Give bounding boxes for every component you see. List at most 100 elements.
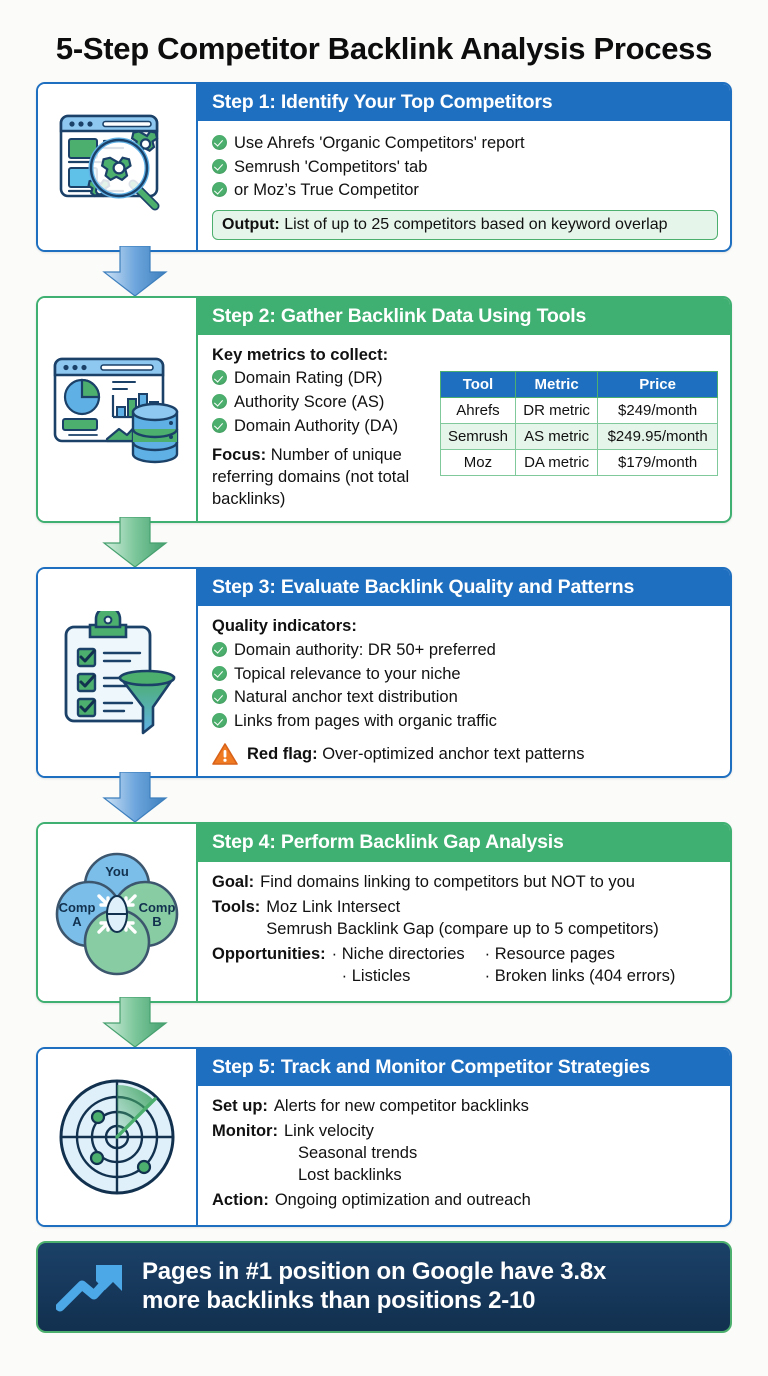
arrow-step1-to-step2 bbox=[36, 245, 732, 297]
venn-label-you: You bbox=[105, 864, 129, 879]
opportunities-column-2: · Resource pages · Broken links (404 err… bbox=[485, 944, 696, 988]
list-item: Domain authority: DR 50+ preferred bbox=[212, 638, 718, 662]
tools-line-1: Moz Link Intersect bbox=[266, 897, 401, 916]
tools-pricing-table: Tool Metric Price Ahrefs DR metric $249/… bbox=[440, 370, 718, 476]
monitor-item: Lost backlinks bbox=[297, 1165, 402, 1184]
list-item: Topical relevance to your niche bbox=[212, 662, 718, 686]
venn-diagram-icon: You Comp A Comp B bbox=[55, 853, 179, 976]
statistic-banner: Pages in #1 position on Google have 3.8x… bbox=[36, 1240, 732, 1334]
step-2-body: Step 2: Gather Backlink Data Using Tools… bbox=[198, 297, 730, 521]
step-1-card: Step 1: Identify Your Top Competitors Us… bbox=[36, 81, 732, 252]
opportunities-label: Opportunities: bbox=[212, 944, 326, 963]
opportunity-item: · Broken links (404 errors) bbox=[484, 966, 676, 985]
monitor-row: Monitor: Link velocity Seasonal trends L… bbox=[212, 1121, 718, 1187]
step-5-content: Set up: Alerts for new competitor backli… bbox=[198, 1086, 730, 1225]
column-header: Price bbox=[597, 370, 718, 398]
step-5-body: Step 5: Track and Monitor Competitor Str… bbox=[198, 1048, 730, 1225]
opportunities-row: Opportunities: · Niche directories · Lis… bbox=[212, 944, 718, 988]
check-icon bbox=[212, 158, 227, 174]
venn-label-comp-b2: B bbox=[152, 914, 161, 929]
cell-metric: DA metric bbox=[514, 448, 599, 476]
check-icon bbox=[212, 394, 227, 410]
dashboard-charts-database-icon bbox=[53, 357, 179, 464]
list-item: Use Ahrefs 'Organic Competitors' report bbox=[212, 131, 718, 155]
step-4-body: Step 4: Perform Backlink Gap Analysis Go… bbox=[198, 824, 730, 1000]
check-icon bbox=[212, 689, 227, 705]
website-magnifier-gears-icon bbox=[59, 114, 160, 211]
step-2-left-column: Key metrics to collect: Domain Rating (D… bbox=[212, 345, 430, 511]
database-cylinder bbox=[131, 403, 179, 464]
step-2-icon-pane bbox=[38, 297, 198, 521]
action-row: Action: Ongoing optimization and outreac… bbox=[212, 1190, 718, 1212]
column-header: Tool bbox=[440, 370, 516, 398]
cell-metric: AS metric bbox=[514, 422, 599, 450]
check-icon bbox=[212, 641, 227, 657]
arrow-step3-to-step4 bbox=[36, 772, 732, 824]
step-4-card: You Comp A Comp B Step 4: Perform Backli… bbox=[36, 822, 732, 1003]
check-icon bbox=[212, 665, 227, 681]
goal-row: Goal: Find domains linking to competitor… bbox=[212, 872, 718, 894]
cell-price: $179/month bbox=[597, 448, 718, 476]
monitor-item: Seasonal trends bbox=[297, 1143, 418, 1162]
banner-line-1: Pages in #1 position on Google have 3.8x bbox=[142, 1257, 607, 1285]
step-1-icon-pane bbox=[38, 83, 198, 250]
clipboard-checklist-funnel-icon bbox=[64, 610, 176, 735]
column-header: Metric bbox=[514, 370, 599, 398]
action-label: Action: bbox=[212, 1190, 269, 1209]
table-row: Moz DA metric $179/month bbox=[440, 448, 718, 476]
arrow-step2-to-step3 bbox=[36, 517, 732, 568]
step-3-body: Step 3: Evaluate Backlink Quality and Pa… bbox=[198, 569, 730, 776]
setup-label: Set up: bbox=[212, 1096, 268, 1115]
list-item: Natural anchor text distribution bbox=[212, 686, 718, 710]
tools-row: Tools: Moz Link Intersect Semrush Backli… bbox=[212, 897, 718, 941]
goal-label: Goal: bbox=[212, 872, 255, 891]
cell-tool: Moz bbox=[440, 448, 516, 476]
red-flag-label: Red flag: bbox=[247, 744, 318, 763]
action-text: Ongoing optimization and outreach bbox=[274, 1190, 531, 1209]
step-1-header: Step 1: Identify Your Top Competitors bbox=[198, 83, 730, 122]
list-item: Semrush 'Competitors' tab bbox=[212, 155, 718, 179]
setup-text: Alerts for new competitor backlinks bbox=[273, 1096, 529, 1115]
venn-label-comp-a: Comp bbox=[59, 900, 96, 915]
opportunities-column-1: · Niche directories · Listicles bbox=[332, 944, 485, 988]
monitor-item: Link velocity bbox=[283, 1121, 374, 1140]
cell-metric: DR metric bbox=[514, 396, 599, 424]
arrow-step4-to-step5 bbox=[36, 996, 732, 1048]
key-metrics-label: Key metrics to collect: bbox=[212, 345, 389, 364]
tools-label: Tools: bbox=[212, 897, 261, 916]
table-row: Semrush AS metric $249.95/month bbox=[440, 422, 718, 450]
step-1-output-box: Output: List of up to 25 competitors bas… bbox=[212, 209, 718, 240]
step-3-content: Quality indicators: Domain authority: DR… bbox=[198, 606, 730, 776]
trending-up-arrow-icon bbox=[56, 1264, 122, 1312]
step-2-right-column: Tool Metric Price Ahrefs DR metric $249/… bbox=[440, 345, 718, 511]
step-1-bullet-list: Use Ahrefs 'Organic Competitors' report … bbox=[212, 131, 718, 202]
step-2-header: Step 2: Gather Backlink Data Using Tools bbox=[198, 297, 730, 335]
list-item: Domain Authority (DA) bbox=[212, 414, 430, 438]
page-title: 5-Step Competitor Backlink Analysis Proc… bbox=[55, 31, 713, 66]
cell-tool: Semrush bbox=[440, 422, 516, 450]
step-3-red-flag-row: Red flag: Over-optimized anchor text pat… bbox=[212, 742, 718, 766]
list-item: or Moz’s True Competitor bbox=[212, 179, 718, 203]
step-3-bullet-list: Domain authority: DR 50+ preferred Topic… bbox=[212, 638, 718, 733]
check-icon bbox=[212, 417, 227, 433]
list-item: Domain Rating (DR) bbox=[212, 367, 430, 391]
radar-scope-icon bbox=[59, 1079, 175, 1195]
quality-indicators-label: Quality indicators: bbox=[212, 617, 357, 636]
focus-label: Focus: bbox=[212, 446, 267, 465]
step-4-header: Step 4: Perform Backlink Gap Analysis bbox=[198, 824, 730, 862]
step-5-header: Step 5: Track and Monitor Competitor Str… bbox=[198, 1048, 730, 1086]
banner-line-2: more backlinks than positions 2-10 bbox=[142, 1286, 536, 1314]
check-icon bbox=[212, 134, 227, 150]
step-4-icon-pane: You Comp A Comp B bbox=[38, 824, 198, 1001]
red-flag-text: Over-optimized anchor text patterns bbox=[322, 744, 585, 763]
step-4-content: Goal: Find domains linking to competitor… bbox=[198, 862, 730, 1001]
step-2-bullet-list: Domain Rating (DR) Authority Score (AS) … bbox=[212, 367, 430, 438]
step-2-content: Key metrics to collect: Domain Rating (D… bbox=[198, 335, 730, 521]
venn-label-comp-b: Comp bbox=[139, 900, 176, 915]
cell-price: $249/month bbox=[597, 396, 718, 424]
step-5-card: Step 5: Track and Monitor Competitor Str… bbox=[36, 1046, 732, 1227]
banner-text: Pages in #1 position on Google have 3.8x… bbox=[142, 1257, 606, 1316]
focus-text: Number of unique referring domains (not … bbox=[212, 446, 410, 509]
list-item: Links from pages with organic traffic bbox=[212, 710, 718, 734]
